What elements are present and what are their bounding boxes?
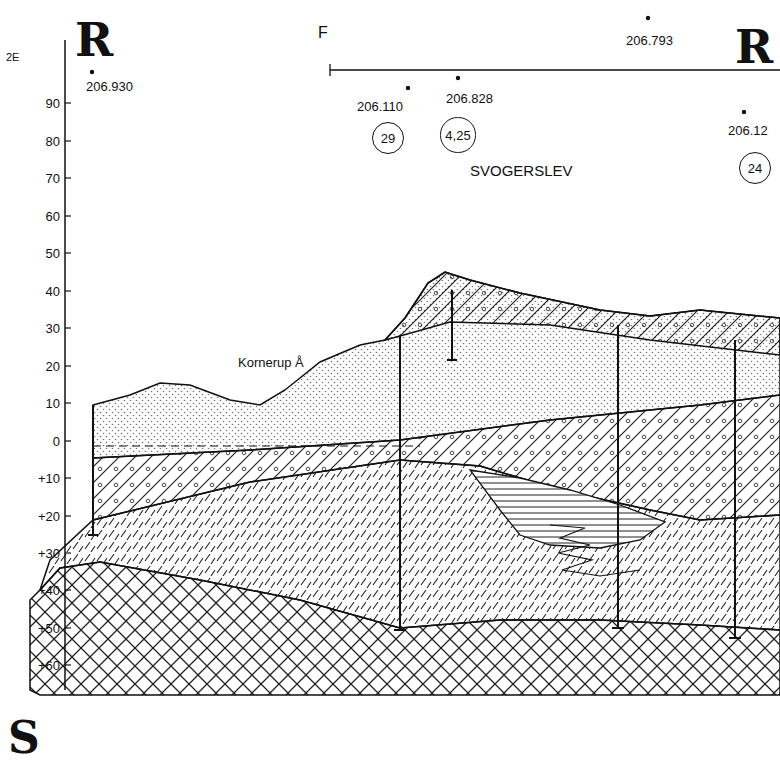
- axis-label: +50: [38, 622, 60, 635]
- axis-label: 10: [46, 397, 60, 410]
- axis-label: +30: [38, 547, 60, 560]
- map-label: 206.930: [86, 80, 133, 93]
- axis-label: 50: [46, 247, 60, 260]
- axis-label: +40: [38, 584, 60, 597]
- axis-label: +60: [38, 659, 60, 672]
- axis-tick: [65, 515, 71, 516]
- axis-label: 20: [46, 360, 60, 373]
- map-label: SVOGERSLEV: [470, 163, 573, 178]
- borehole-circle: 4,25: [440, 117, 475, 152]
- axis-tick: [65, 365, 71, 366]
- section-letter: S: [8, 716, 40, 760]
- axis-tick: [65, 627, 71, 628]
- axis-label: 30: [46, 322, 60, 335]
- map-label: 206.793: [626, 34, 673, 47]
- axis-tick: [65, 290, 71, 291]
- axis-tick: [65, 589, 71, 590]
- section-letter: R: [735, 24, 773, 70]
- map-label: 206.110: [357, 100, 403, 113]
- map-label: 206.828: [446, 92, 493, 105]
- axis-tick: [65, 140, 71, 141]
- borehole-circle: 29: [372, 122, 404, 154]
- axis-label: 40: [46, 285, 60, 298]
- axis-label: 60: [46, 210, 60, 223]
- axis-tick: [65, 552, 71, 553]
- axis-tick: [65, 402, 71, 403]
- map-label: 2E: [6, 52, 19, 63]
- axis-label: 80: [46, 135, 60, 148]
- borehole-number: 24: [748, 161, 762, 176]
- axis-tick: [65, 252, 71, 253]
- axis-tick: [65, 477, 71, 478]
- borehole-circle: 24: [739, 152, 771, 184]
- map-label: F: [318, 25, 328, 41]
- axis-tick: [65, 440, 71, 441]
- axis-label: +10: [38, 472, 60, 485]
- section-letter: R: [75, 17, 113, 63]
- borehole-number: 4,25: [445, 128, 470, 143]
- axis-label: +20: [38, 510, 60, 523]
- axis-label: 70: [46, 172, 60, 185]
- map-label: Kornerup Å: [236, 356, 306, 369]
- axis-label: 90: [46, 97, 60, 110]
- axis-label: 0: [53, 435, 60, 448]
- axis-tick: [65, 664, 71, 665]
- map-label: 206.12: [728, 124, 768, 137]
- axis-tick: [65, 177, 71, 178]
- axis-tick: [65, 102, 71, 103]
- borehole-number: 29: [381, 131, 395, 146]
- axis-tick: [65, 327, 71, 328]
- axis-tick: [65, 215, 71, 216]
